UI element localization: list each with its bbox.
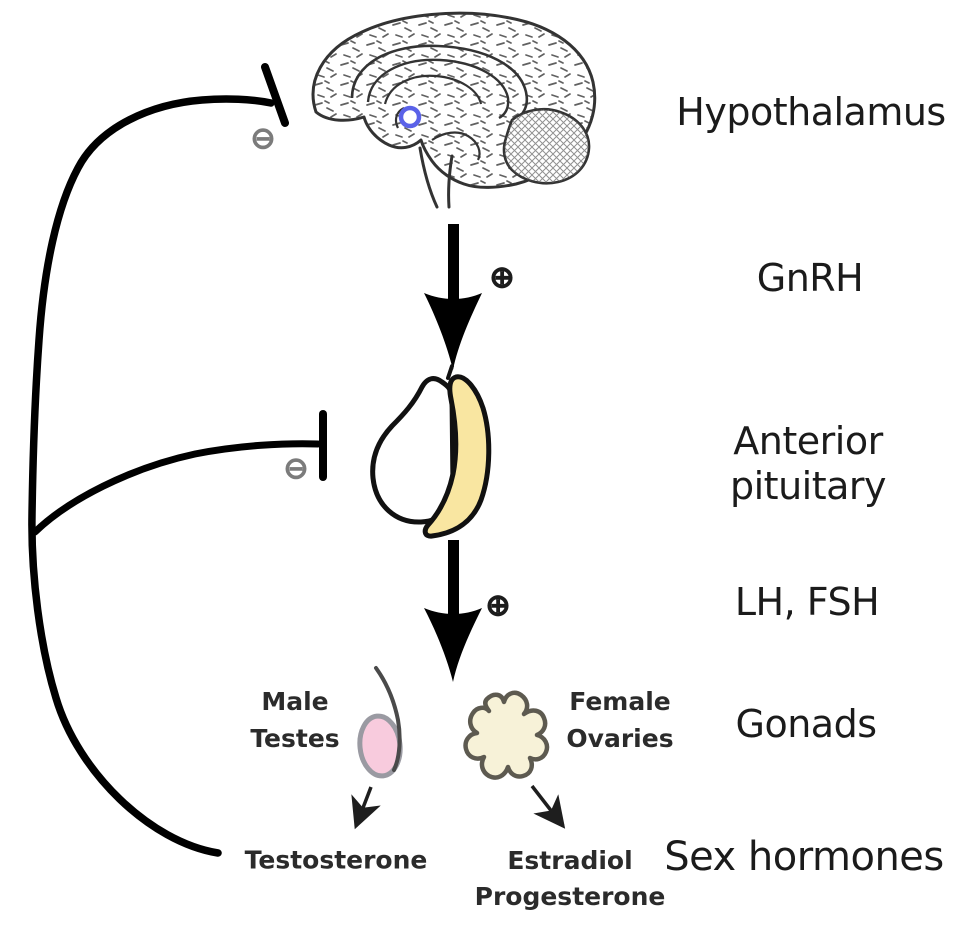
brainstem [418, 146, 454, 209]
ovary-icon [463, 690, 550, 780]
lh-fsh-arrow [424, 540, 482, 682]
brain-icon [311, 11, 597, 209]
inhibition-bar-hypothalamus [261, 63, 289, 127]
label-gonads: Gonads [735, 702, 877, 746]
gnrh-arrow [424, 224, 482, 370]
label-male-testes: Male Testes [250, 687, 340, 753]
label-female-ovaries: Female Ovaries [566, 687, 674, 753]
label-estradiol-progesterone: Estradiol Progesterone [474, 846, 666, 911]
pituitary-gland-icon [370, 364, 492, 539]
feedback-loop-long [28, 63, 289, 857]
label-sex-hormones: Sex hormones [664, 834, 944, 880]
pituitary-stalk [446, 364, 454, 380]
corpus-callosum-inner-curve [366, 58, 510, 120]
label-lh-fsh: LH, FSH [734, 580, 880, 624]
inhibition-sign-hypothalamus: ⊖ [250, 120, 277, 157]
label-hypothalamus: Hypothalamus [676, 90, 946, 134]
estradiol-arrow [530, 784, 566, 829]
corpus-callosum-outer-curve [350, 44, 529, 124]
epididymis-curve [374, 666, 402, 772]
anterior-pituitary-lobe [422, 374, 492, 539]
stimulation-sign-gnrh: ⊕ [489, 259, 516, 296]
feedback-loop-short [31, 410, 327, 536]
label-gnrh: GnRH [756, 256, 864, 300]
thalamus-curve [431, 131, 481, 161]
inhibition-sign-pituitary: ⊖ [283, 450, 310, 487]
hypothalamus-marker [398, 105, 422, 129]
testosterone-arrow [351, 786, 381, 830]
label-anterior-pituitary: Anterior pituitary [729, 419, 887, 508]
posterior-pituitary-lobe [370, 376, 456, 525]
stimulation-sign-lhfsh: ⊕ [485, 587, 512, 624]
cerebellum [502, 107, 591, 185]
cingulate-curve [383, 74, 483, 105]
label-testosterone: Testosterone [244, 845, 428, 875]
testis-icon [357, 666, 403, 779]
